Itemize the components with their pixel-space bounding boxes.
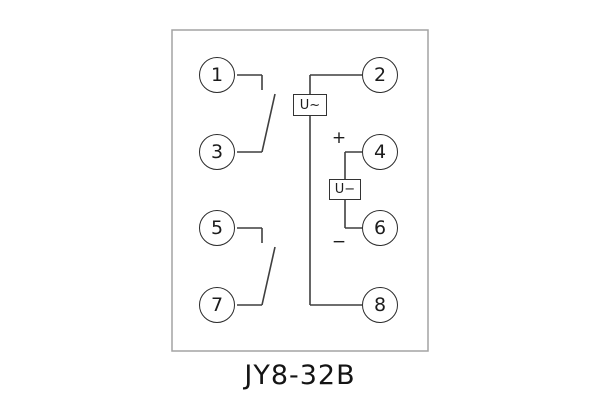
diagram-title: JY8-32B — [244, 360, 356, 391]
terminal-8: 8 — [362, 287, 398, 323]
polarity-minus: − — [331, 232, 347, 252]
terminal-1: 1 — [199, 57, 235, 93]
ac-source-box: U~ — [293, 94, 327, 116]
terminal-7: 7 — [199, 287, 235, 323]
terminal-4: 4 — [362, 134, 398, 170]
terminal-5: 5 — [199, 210, 235, 246]
dc-source-box: U− — [329, 179, 361, 200]
terminal-3: 3 — [199, 134, 235, 170]
contact-blade-1-3 — [261, 93, 276, 153]
contact-blade-5-7 — [261, 246, 276, 306]
terminal-6: 6 — [362, 210, 398, 246]
polarity-plus: + — [331, 128, 347, 148]
terminal-2: 2 — [362, 57, 398, 93]
enclosure-frame — [171, 29, 429, 352]
